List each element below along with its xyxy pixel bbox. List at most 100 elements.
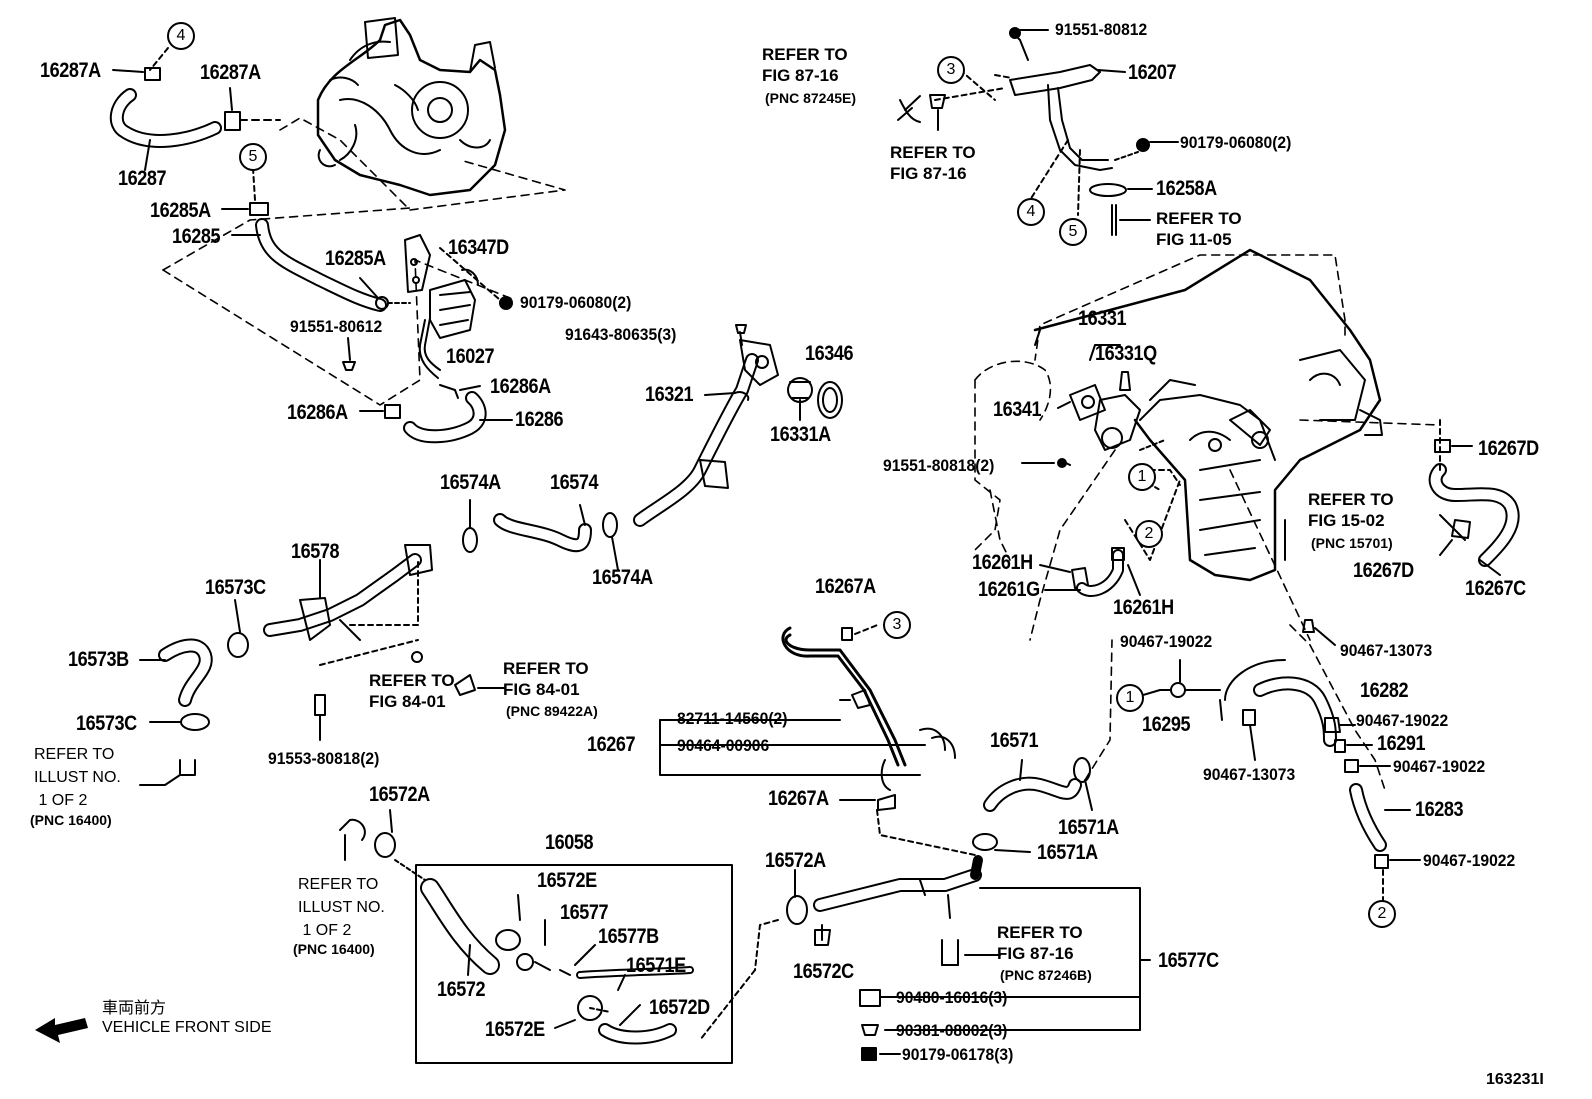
callout-4: 4 bbox=[1017, 198, 1045, 226]
reference-pnc: (PNC 16400) bbox=[30, 812, 112, 828]
reference-pnc: (PNC 87245E) bbox=[765, 90, 857, 106]
part-label: 16571A bbox=[1037, 841, 1098, 864]
reference-note: REFER TO FIG 15-02 bbox=[1308, 490, 1394, 530]
part-label: 16286A bbox=[490, 375, 551, 398]
part-label: 82711-14560(2) bbox=[677, 709, 788, 728]
reference-note: REFER TO FIG 87-16 bbox=[890, 143, 976, 183]
illust-reference: REFER TO ILLUST NO. 1 OF 2 bbox=[298, 876, 385, 939]
reference-note: REFER TO FIG 87-16 bbox=[762, 45, 848, 85]
part-label: 90467-19022 bbox=[1393, 757, 1486, 776]
part-label: 16577B bbox=[598, 925, 659, 948]
callout-3: 3 bbox=[937, 56, 965, 84]
part-label: 90179-06178(3) bbox=[902, 1045, 1014, 1064]
direction-japanese: 車両前方 bbox=[102, 998, 167, 1017]
callout-5: 5 bbox=[239, 143, 267, 171]
part-label: 16267D bbox=[1478, 437, 1539, 460]
part-label: 16341 bbox=[993, 398, 1042, 421]
part-label: 90179-06080(2) bbox=[1180, 133, 1292, 152]
part-label: 90467-19022 bbox=[1120, 632, 1213, 651]
part-label: 16572A bbox=[765, 849, 826, 872]
reference-note: REFER TO FIG 87-16 bbox=[997, 923, 1083, 963]
part-label: 16291 bbox=[1377, 732, 1426, 755]
callout-1: 1 bbox=[1128, 463, 1156, 491]
part-label: 16258A bbox=[1156, 177, 1217, 200]
part-label: 91553-80818(2) bbox=[268, 749, 380, 768]
part-label: 16261H bbox=[1113, 596, 1174, 619]
engine-block-illustration bbox=[1033, 248, 1383, 582]
part-label: 16295 bbox=[1142, 713, 1191, 736]
part-label: 16572C bbox=[793, 960, 854, 983]
part-label: 16287 bbox=[118, 167, 167, 190]
part-label: 16573B bbox=[68, 648, 129, 671]
part-label: 16346 bbox=[805, 342, 854, 365]
callout-2: 2 bbox=[1135, 520, 1163, 548]
part-label: 90464-00906 bbox=[677, 736, 770, 755]
callout-2: 2 bbox=[1368, 900, 1396, 928]
part-label: 16331A bbox=[770, 423, 831, 446]
part-label: 16572D bbox=[649, 996, 710, 1019]
part-label: 16267 bbox=[587, 733, 636, 756]
part-label: 16027 bbox=[446, 345, 495, 368]
reference-pnc: (PNC 87246B) bbox=[1000, 967, 1092, 983]
callout-1: 1 bbox=[1116, 684, 1144, 712]
part-label: 90467-13073 bbox=[1340, 641, 1433, 660]
direction-english: VEHICLE FRONT SIDE bbox=[102, 1019, 272, 1036]
part-label: 16573C bbox=[205, 576, 266, 599]
part-label: 16572E bbox=[485, 1018, 545, 1041]
reference-note: REFER TO FIG 84-01 bbox=[503, 659, 589, 699]
part-label: 16572A bbox=[369, 783, 430, 806]
part-label: 16286 bbox=[515, 408, 564, 431]
part-label: 90467-13073 bbox=[1203, 765, 1296, 784]
part-label: 16261H bbox=[972, 551, 1033, 574]
part-label: 16331 bbox=[1078, 307, 1127, 330]
part-label: 16347D bbox=[448, 236, 509, 259]
part-label: 16285A bbox=[325, 247, 386, 270]
part-label: 16321 bbox=[645, 383, 694, 406]
part-label: 90381-08002(3) bbox=[896, 1021, 1008, 1040]
part-label: 16267D bbox=[1353, 559, 1414, 582]
part-label: 16577C bbox=[1158, 949, 1219, 972]
part-label: 16261G bbox=[978, 578, 1040, 601]
part-label: 16577 bbox=[560, 901, 609, 924]
part-label: 90467-19022 bbox=[1356, 711, 1449, 730]
part-label: 16207 bbox=[1128, 61, 1177, 84]
part-label: 16058 bbox=[545, 831, 594, 854]
part-label: 16285A bbox=[150, 199, 211, 222]
callout-5: 5 bbox=[1059, 218, 1087, 246]
part-label: 91551-80612 bbox=[290, 317, 383, 336]
part-label: 16574A bbox=[440, 471, 501, 494]
part-label: 16572 bbox=[437, 978, 486, 1001]
part-label: 16287A bbox=[40, 59, 101, 82]
part-label: 16267A bbox=[768, 787, 829, 810]
part-label: 16574 bbox=[550, 471, 599, 494]
reference-pnc: (PNC 15701) bbox=[1311, 535, 1393, 551]
reference-pnc: (PNC 16400) bbox=[293, 941, 375, 957]
part-label: 16283 bbox=[1415, 798, 1464, 821]
part-label: 16331Q bbox=[1095, 342, 1157, 365]
part-label: 16267C bbox=[1465, 577, 1526, 600]
illust-reference: REFER TO ILLUST NO. 1 OF 2 bbox=[34, 746, 121, 809]
part-label: 16571E bbox=[626, 954, 686, 977]
part-label: 16573C bbox=[76, 712, 137, 735]
part-label: 16282 bbox=[1360, 679, 1409, 702]
part-label: 16287A bbox=[200, 61, 261, 84]
part-label: 91551-80812 bbox=[1055, 20, 1148, 39]
part-label: 16267A bbox=[815, 575, 876, 598]
callout-4: 4 bbox=[167, 22, 195, 50]
part-label: 16574A bbox=[592, 566, 653, 589]
reference-note: REFER TO FIG 84-01 bbox=[369, 671, 455, 711]
part-label: 90179-06080(2) bbox=[520, 293, 632, 312]
part-label: 16572E bbox=[537, 869, 597, 892]
figure-number: 163231I bbox=[1486, 1071, 1544, 1088]
part-label: 91551-80818(2) bbox=[883, 456, 995, 475]
callout-3: 3 bbox=[883, 611, 911, 639]
part-label: 16571A bbox=[1058, 816, 1119, 839]
turbocharger-illustration bbox=[316, 17, 507, 197]
part-label: 16571 bbox=[990, 729, 1039, 752]
reference-pnc: (PNC 89422A) bbox=[506, 703, 598, 719]
part-label: 16578 bbox=[291, 540, 340, 563]
part-label: 16286A bbox=[287, 401, 348, 424]
part-label: 90467-19022 bbox=[1423, 851, 1516, 870]
